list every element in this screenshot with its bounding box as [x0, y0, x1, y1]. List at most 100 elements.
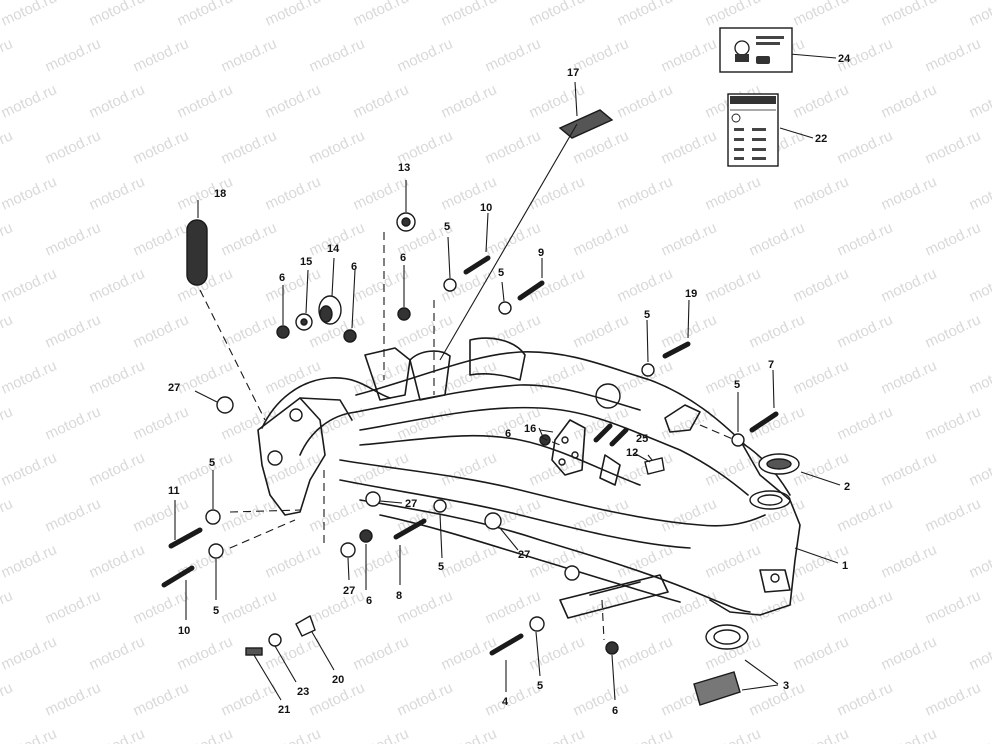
callout-27: 27	[518, 549, 530, 561]
watermark-text: motod.ru	[0, 219, 15, 259]
part-5-washer	[433, 499, 447, 513]
part-11-bolt	[168, 527, 203, 549]
watermark-text: motod.ru	[175, 449, 236, 489]
watermark-text: motod.ru	[703, 357, 764, 397]
watermark-text: motod.ru	[483, 127, 544, 167]
callout-5: 5	[209, 457, 215, 469]
callout-12: 12	[626, 447, 638, 459]
watermark-text: motod.ru	[615, 357, 676, 397]
watermark-text: motod.ru	[439, 725, 500, 744]
watermark-text: motod.ru	[43, 35, 104, 75]
watermark-text: motod.ru	[0, 35, 15, 75]
part-22-label-table	[727, 93, 779, 167]
part-5-washer	[641, 363, 655, 377]
watermark-text: motod.ru	[571, 587, 632, 627]
watermark-text: motod.ru	[615, 633, 676, 673]
callout-8: 8	[396, 590, 402, 602]
watermark-text: motod.ru	[43, 127, 104, 167]
watermark-text: motod.ru	[483, 219, 544, 259]
callout-5: 5	[444, 221, 450, 233]
watermark-text: motod.ru	[0, 0, 59, 30]
watermark-text: motod.ru	[87, 0, 148, 30]
watermark-text: motod.ru	[87, 173, 148, 213]
watermark-text: motod.ru	[0, 311, 15, 351]
watermark-text: motod.ru	[307, 35, 368, 75]
watermark-text: motod.ru	[307, 127, 368, 167]
part-6-nut	[605, 641, 619, 655]
watermark-text: motod.ru	[527, 633, 588, 673]
watermark-text: motod.ru	[879, 449, 940, 489]
watermark-text: motod.ru	[659, 35, 720, 75]
watermark-text: motod.ru	[571, 35, 632, 75]
part-17-pad	[558, 109, 614, 139]
leader-lines	[174, 53, 841, 701]
watermark-text: motod.ru	[571, 219, 632, 259]
watermark-text: motod.ru	[879, 357, 940, 397]
watermark-text: motod.ru	[0, 265, 59, 305]
watermark-text: motod.ru	[0, 357, 59, 397]
callout-5: 5	[734, 379, 740, 391]
watermark-text: motod.ru	[263, 449, 324, 489]
watermark-text: motod.ru	[0, 449, 59, 489]
watermark-text: motod.ru	[879, 541, 940, 581]
watermark-text: motod.ru	[219, 127, 280, 167]
watermark-text: motod.ru	[87, 633, 148, 673]
watermark-text: motod.ru	[395, 35, 456, 75]
callout-5: 5	[438, 561, 444, 573]
watermark-text: motod.ru	[263, 541, 324, 581]
frame-details	[267, 383, 791, 583]
watermark-text: motod.ru	[351, 265, 412, 305]
watermark-text: motod.ru	[879, 81, 940, 121]
watermark-text: motod.ru	[43, 219, 104, 259]
callout-25: 25	[636, 433, 648, 445]
watermark-text: motod.ru	[659, 495, 720, 535]
part-7-bolt	[749, 411, 779, 433]
watermark-text: motod.ru	[791, 265, 852, 305]
watermark-text: motod.ru	[879, 633, 940, 673]
watermark-text: motod.ru	[703, 265, 764, 305]
watermark-text: motod.ru	[659, 219, 720, 259]
watermark-text: motod.ru	[747, 587, 808, 627]
watermark-text: motod.ru	[175, 81, 236, 121]
watermark-text: motod.ru	[0, 127, 15, 167]
watermark-text: motod.ru	[923, 127, 984, 167]
callout-6: 6	[366, 595, 372, 607]
watermark-text: motod.ru	[923, 311, 984, 351]
part-19-bolt	[662, 341, 691, 359]
watermark-text: motod.ru	[967, 633, 992, 673]
part-27-washer	[564, 565, 580, 581]
watermark-text: motod.ru	[131, 219, 192, 259]
callout-5: 5	[644, 309, 650, 321]
watermark-text: motod.ru	[703, 0, 764, 30]
part-16-bolt	[593, 423, 613, 443]
callout-27: 27	[343, 585, 355, 597]
part-27-washer	[216, 396, 234, 414]
watermark-text: motod.ru	[483, 311, 544, 351]
watermark-text: motod.ru	[87, 265, 148, 305]
watermark-text: motod.ru	[219, 495, 280, 535]
callout-22: 22	[815, 133, 827, 145]
callout-19: 19	[685, 288, 697, 300]
watermark-text: motod.ru	[791, 633, 852, 673]
watermark-text: motod.ru	[43, 311, 104, 351]
watermark-text: motod.ru	[923, 35, 984, 75]
watermark-text: motod.ru	[131, 679, 192, 719]
watermark-text: motod.ru	[835, 311, 896, 351]
watermark-text: motod.ru	[43, 587, 104, 627]
watermark-text: motod.ru	[791, 357, 852, 397]
callout-15: 15	[300, 256, 312, 268]
watermark-text: motod.ru	[967, 541, 992, 581]
watermark-text: motod.ru	[0, 725, 59, 744]
part-10-bolt	[161, 565, 195, 588]
callout-21: 21	[278, 704, 290, 716]
watermark-text: motod.ru	[351, 81, 412, 121]
part-5-washer	[529, 616, 545, 632]
watermark-text: motod.ru	[175, 633, 236, 673]
watermark-text: motod.ru	[0, 633, 59, 673]
watermark-text: motod.ru	[747, 311, 808, 351]
watermark-text: motod.ru	[175, 725, 236, 744]
watermark-text: motod.ru	[967, 81, 992, 121]
watermark-text: motod.ru	[175, 357, 236, 397]
callout-27: 27	[405, 498, 417, 510]
